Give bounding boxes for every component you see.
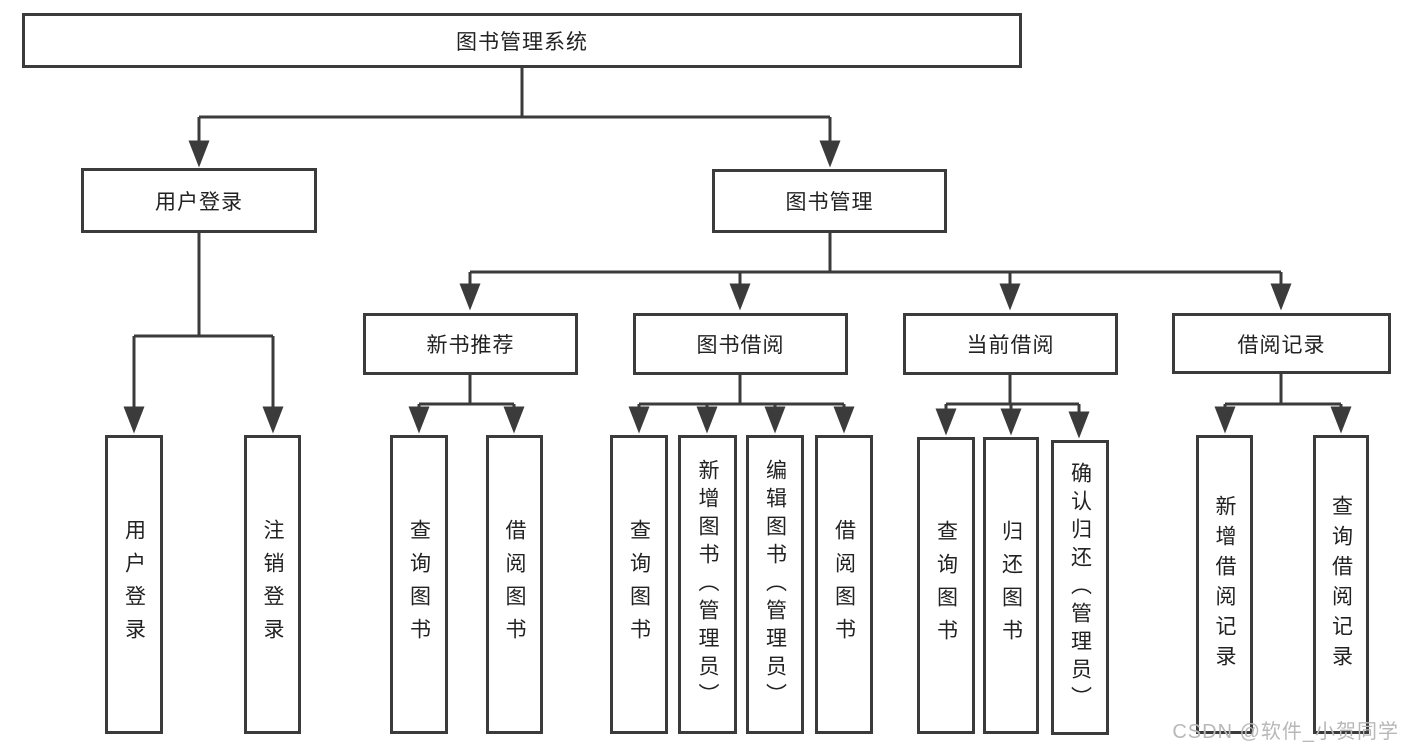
node-label: 图书管理 [785,191,874,214]
leaf-label: 归还图书 [999,519,1023,652]
node-current-borrowing: 当前借阅 [903,313,1118,375]
node-label: 新书推荐 [426,334,515,357]
leaf-label: 借阅图书 [832,518,856,651]
node-borrowing-records: 借阅记录 [1172,313,1391,374]
leaf-confirm-return-admin: 确认归还（管理员） [1051,440,1109,735]
node-book-borrowing: 图书借阅 [633,313,848,375]
leaf-label: 查询图书 [934,519,958,652]
leaf-query-books-1: 查询图书 [390,435,448,734]
leaf-label: 用户登录 [122,518,146,651]
leaf-label: 新增借阅记录 [1213,494,1236,675]
leaf-borrow-books-1: 借阅图书 [486,435,543,734]
node-label: 图书借阅 [696,334,785,357]
leaf-label: 查询图书 [627,518,651,651]
leaf-label: 查询借阅记录 [1329,494,1353,675]
leaf-label: 编辑图书（管理员） [763,458,787,711]
leaf-query-books-3: 查询图书 [917,437,975,734]
leaf-edit-books-admin: 编辑图书（管理员） [746,435,804,734]
leaf-label: 借阅图书 [503,518,526,651]
leaf-label: 新增图书（管理员） [696,458,719,711]
node-label: 借阅记录 [1237,333,1326,357]
node-label: 用户登录 [155,190,243,214]
leaf-borrow-books-2: 借阅图书 [815,435,873,734]
leaf-query-borrow-record: 查询借阅记录 [1313,435,1369,734]
node-root-library-system: 图书管理系统 [22,13,1022,68]
leaf-label: 注销登录 [261,518,284,651]
leaf-return-books: 归还图书 [983,437,1039,734]
leaf-label: 确认归还（管理员） [1068,461,1092,714]
node-user-login: 用户登录 [81,168,317,233]
node-book-management: 图书管理 [712,169,947,233]
node-label: 图书管理系统 [456,30,588,54]
leaf-user-login: 用户登录 [105,435,163,734]
leaf-label: 查询图书 [407,518,431,651]
leaf-logout: 注销登录 [244,435,301,734]
leaf-add-books-admin: 新增图书（管理员） [678,435,737,734]
node-new-book-recommend: 新书推荐 [363,313,578,375]
csdn-watermark: CSDN @软件_小贺同学 [1172,721,1399,743]
node-label: 当前借阅 [966,334,1055,357]
leaf-query-books-2: 查询图书 [610,435,668,734]
leaf-add-borrow-record: 新增借阅记录 [1196,435,1253,734]
